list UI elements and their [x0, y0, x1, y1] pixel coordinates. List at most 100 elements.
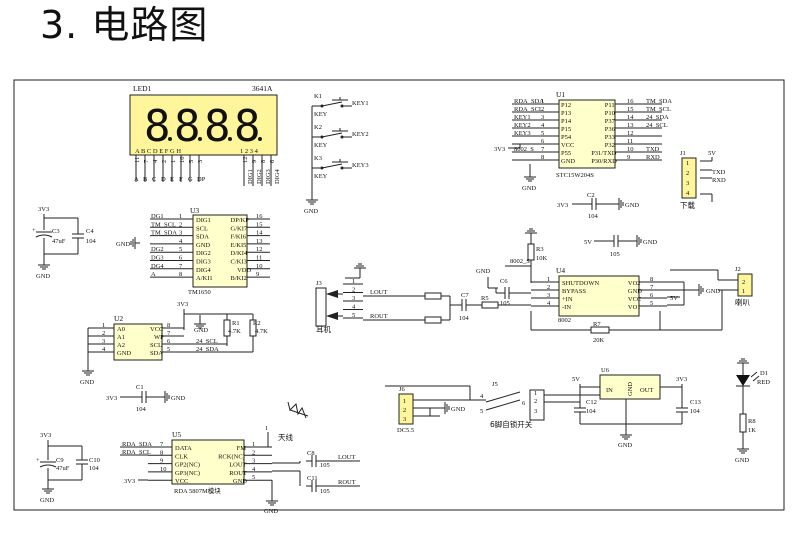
- u3-left-net: TM_SCL: [151, 221, 176, 228]
- u3-left-net: TM_SDA: [151, 230, 177, 237]
- u4-pin-name: VO2: [628, 280, 641, 287]
- u5-pin-name: GND: [233, 478, 247, 485]
- r3-net: 8002_S: [510, 258, 530, 265]
- c11-value: 105: [320, 488, 330, 495]
- c8-value: 105: [320, 462, 330, 469]
- led1-pin-num: 2: [161, 160, 168, 163]
- u3-pin-name: GND: [196, 242, 210, 249]
- u1-left-net: RDA_SCL: [514, 106, 543, 113]
- u1-pin-num: 12: [627, 130, 634, 137]
- u3-pin-name: DIG4: [196, 267, 212, 274]
- c7-ref: C7: [461, 292, 469, 299]
- u3-body: [192, 214, 248, 288]
- led1-digits: 8 8 8 8: [144, 101, 262, 152]
- u5-pin-num: 2: [252, 449, 255, 456]
- u4-pin-name: BYPASS: [562, 288, 586, 295]
- u3-pin-num: 7: [179, 263, 183, 270]
- u5-body: [171, 439, 245, 485]
- u1-pin-name: P36: [605, 126, 616, 133]
- c8-c11-caps: C8 105 LOUT C11 105 ROUT: [272, 450, 360, 495]
- u5-fm-radio: U5 RDA 5807M模块 GND 1 天线: [171, 401, 309, 515]
- r7-value: 20K: [593, 337, 605, 344]
- c4-ref: C4: [86, 228, 94, 235]
- u3-pin-num: 10: [256, 263, 263, 270]
- u5-pin-name: ROUT: [229, 470, 247, 477]
- u3-tm1650: U3 TM1650 GND: [116, 206, 248, 296]
- u2-pin-num: 4: [102, 346, 106, 353]
- u6-vin: 5V: [572, 376, 580, 383]
- u2-pin-num: 5: [167, 346, 170, 353]
- u4-gnd: GND: [706, 288, 720, 295]
- u1-pin-num: 9: [627, 154, 630, 161]
- led1-pin-num: 3: [197, 160, 204, 163]
- u1-pin-name: P32: [605, 142, 615, 149]
- u1-pin-name: P11: [605, 102, 615, 109]
- j6-body: [398, 393, 414, 425]
- u2-gnd: GND: [80, 379, 94, 386]
- key-switches: GND: [304, 106, 319, 215]
- u3-gnd-label: GND: [116, 241, 130, 248]
- u1-body: [558, 99, 616, 169]
- led1-dig-letters: 1 2 3 4: [240, 148, 259, 155]
- led1-pin-net: F: [179, 176, 183, 183]
- r1-ref: R1: [232, 320, 240, 327]
- u2-eeprom: U2 GND 3V3 GND: [80, 301, 253, 386]
- c1-ref: C1: [136, 384, 144, 391]
- u3-pin-name: B/KI2: [231, 275, 247, 282]
- u3-left-net: DG2: [151, 246, 164, 253]
- c8-net: LOUT: [338, 454, 355, 461]
- u3-left-net: DG3: [151, 255, 164, 262]
- led1-body: [129, 94, 278, 156]
- j5-pin-num: 6: [522, 400, 526, 407]
- u1-right-net: 24_SCL: [646, 122, 668, 129]
- generated-pins: 11A7B4C2D1E10F5G3DP12DIG19DIG28DIG36DIG4…: [88, 93, 690, 485]
- u4-pin-num: 1: [547, 276, 550, 283]
- u1-pin-name: P37: [605, 118, 616, 125]
- pw1-gnd: GND: [36, 273, 50, 280]
- led1-pin-num: 8: [260, 160, 267, 163]
- j3-lout: LOUT: [370, 289, 387, 296]
- c1-vcc: 3V3: [106, 395, 117, 402]
- u5-pin-num: 7: [160, 441, 164, 448]
- u1-pin-num: 2: [541, 106, 544, 113]
- j1-download-header: J1 5V TXD RXD 下载: [680, 150, 726, 210]
- j3-pin-num: 3: [352, 295, 355, 302]
- u6-gnd: GND: [618, 442, 632, 449]
- u5-pin-name: LOUT: [229, 462, 246, 469]
- pw2-gnd: GND: [40, 497, 54, 504]
- u1-pin-name: P31/TXD: [591, 150, 617, 157]
- r7-ref: R7: [593, 321, 601, 328]
- u3-pin-num: 5: [179, 246, 182, 253]
- j3-label: 耳机: [316, 324, 331, 334]
- u2-pin-name: A2: [117, 342, 125, 349]
- led-digit-2: 8: [174, 101, 201, 152]
- led1-pin-net: DIG2: [256, 169, 263, 184]
- u3-pin-name: SCL: [196, 225, 208, 232]
- u3-pin-name: F/KI6: [231, 234, 247, 241]
- r1-value: 4.7K: [228, 328, 241, 335]
- u3-left-net: A: [151, 271, 156, 278]
- u2-pin-name: WP: [154, 334, 164, 341]
- u2-ref: U2: [114, 314, 123, 323]
- j6-pin-1: 1: [403, 398, 406, 405]
- u3-pin-name: A/KI1: [196, 275, 213, 282]
- c13-value: 104: [690, 408, 701, 415]
- j3-rout: ROUT: [370, 313, 388, 320]
- u1-pin-name: P12: [561, 102, 571, 109]
- u4-pin-num: 4: [547, 300, 551, 307]
- u2-pin-num: 7: [167, 330, 171, 337]
- j5-pin-num: 5: [480, 408, 483, 415]
- u3-left-net: DG1: [151, 213, 164, 220]
- c10-value: 104: [89, 465, 100, 472]
- c11-net: ROUT: [338, 479, 356, 486]
- u1-pin-num: 4: [541, 122, 545, 129]
- u3-pin-name: D/KI4: [231, 250, 248, 257]
- r3-resistor: R3 10K 8002_S GND: [476, 228, 548, 289]
- u3-pin-name: G/KI7: [231, 225, 248, 232]
- u2-pin-num: 8: [167, 322, 170, 329]
- cap-105-5v: 5V GND 105: [584, 234, 657, 258]
- led1-pin-net: G: [188, 176, 193, 183]
- key-label: KEY: [314, 142, 328, 149]
